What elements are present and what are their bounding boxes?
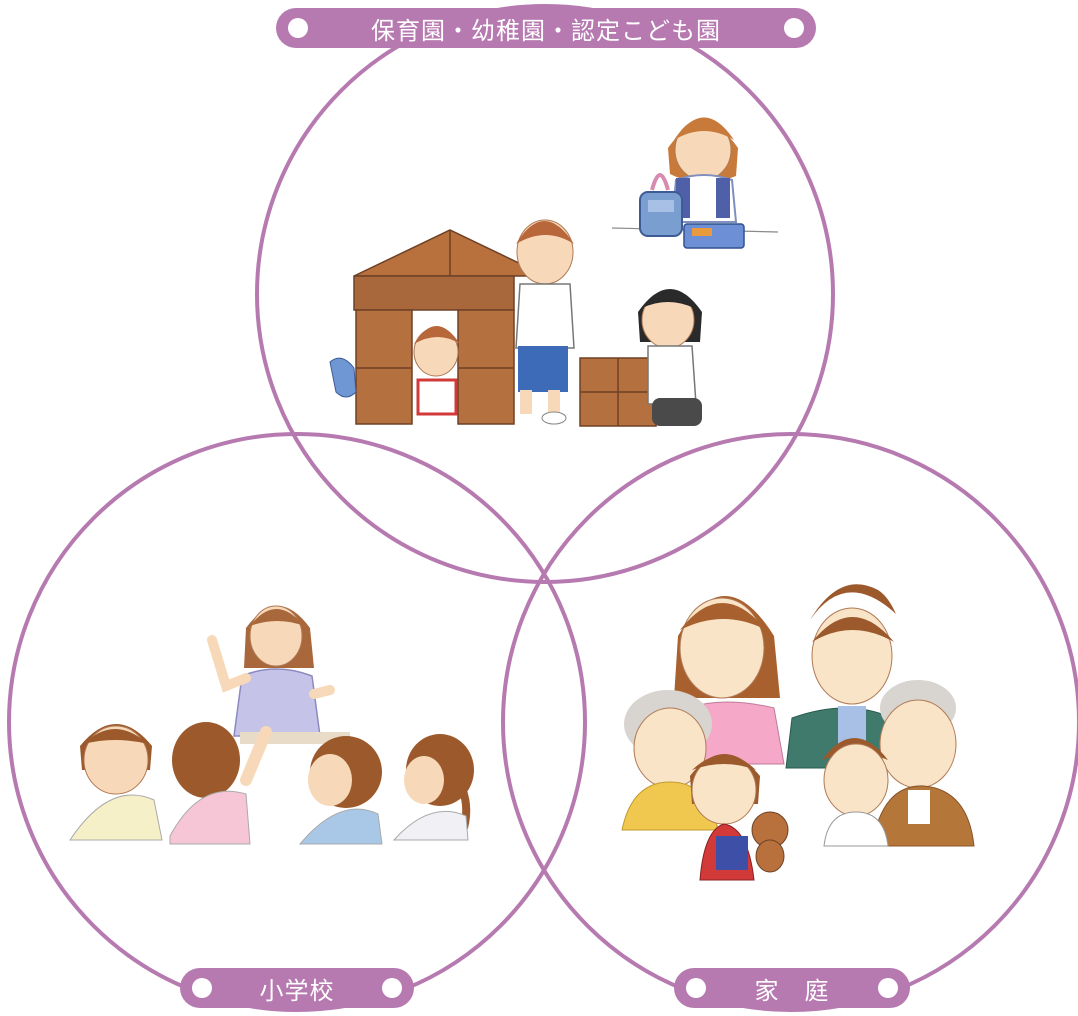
label-home-text: 家 庭	[754, 976, 830, 1005]
teacher	[207, 605, 350, 744]
girl-with-teddy	[690, 754, 789, 881]
pupil-3	[298, 736, 383, 845]
pupil-4	[392, 734, 474, 841]
grandmother	[621, 690, 719, 831]
child-in-house	[329, 326, 460, 416]
family-illustration	[621, 584, 975, 881]
circle-home	[501, 432, 1078, 1012]
bullet-dot-right	[382, 978, 402, 998]
pupil-1	[69, 724, 163, 841]
boy	[822, 738, 889, 847]
bullet-dot-left	[288, 18, 308, 38]
bullet-dot-left	[686, 978, 706, 998]
circle-elementary-school	[7, 432, 587, 1012]
label-elementary-school-text: 小学校	[259, 976, 335, 1005]
bullet-dot-left	[192, 978, 212, 998]
kneeling-girl	[579, 289, 702, 427]
pupil-2	[169, 722, 272, 845]
grandfather	[871, 680, 975, 847]
bullet-dot-right	[784, 18, 804, 38]
label-home: 家 庭	[674, 968, 910, 1008]
label-kindergarten: 保育園・幼稚園・認定こども園	[276, 8, 816, 48]
circle-kindergarten	[255, 4, 835, 584]
father	[785, 584, 899, 769]
label-elementary-school: 小学校	[180, 968, 414, 1008]
classroom-illustration	[69, 605, 474, 845]
label-kindergarten-text: 保育園・幼稚園・認定こども園	[371, 16, 721, 45]
standing-boy	[515, 219, 575, 425]
girl-packing-bag	[639, 117, 745, 249]
circles	[7, 4, 1078, 1012]
block-house	[353, 229, 547, 425]
bullet-dot-right	[878, 978, 898, 998]
kindergarten-illustration	[329, 117, 779, 427]
